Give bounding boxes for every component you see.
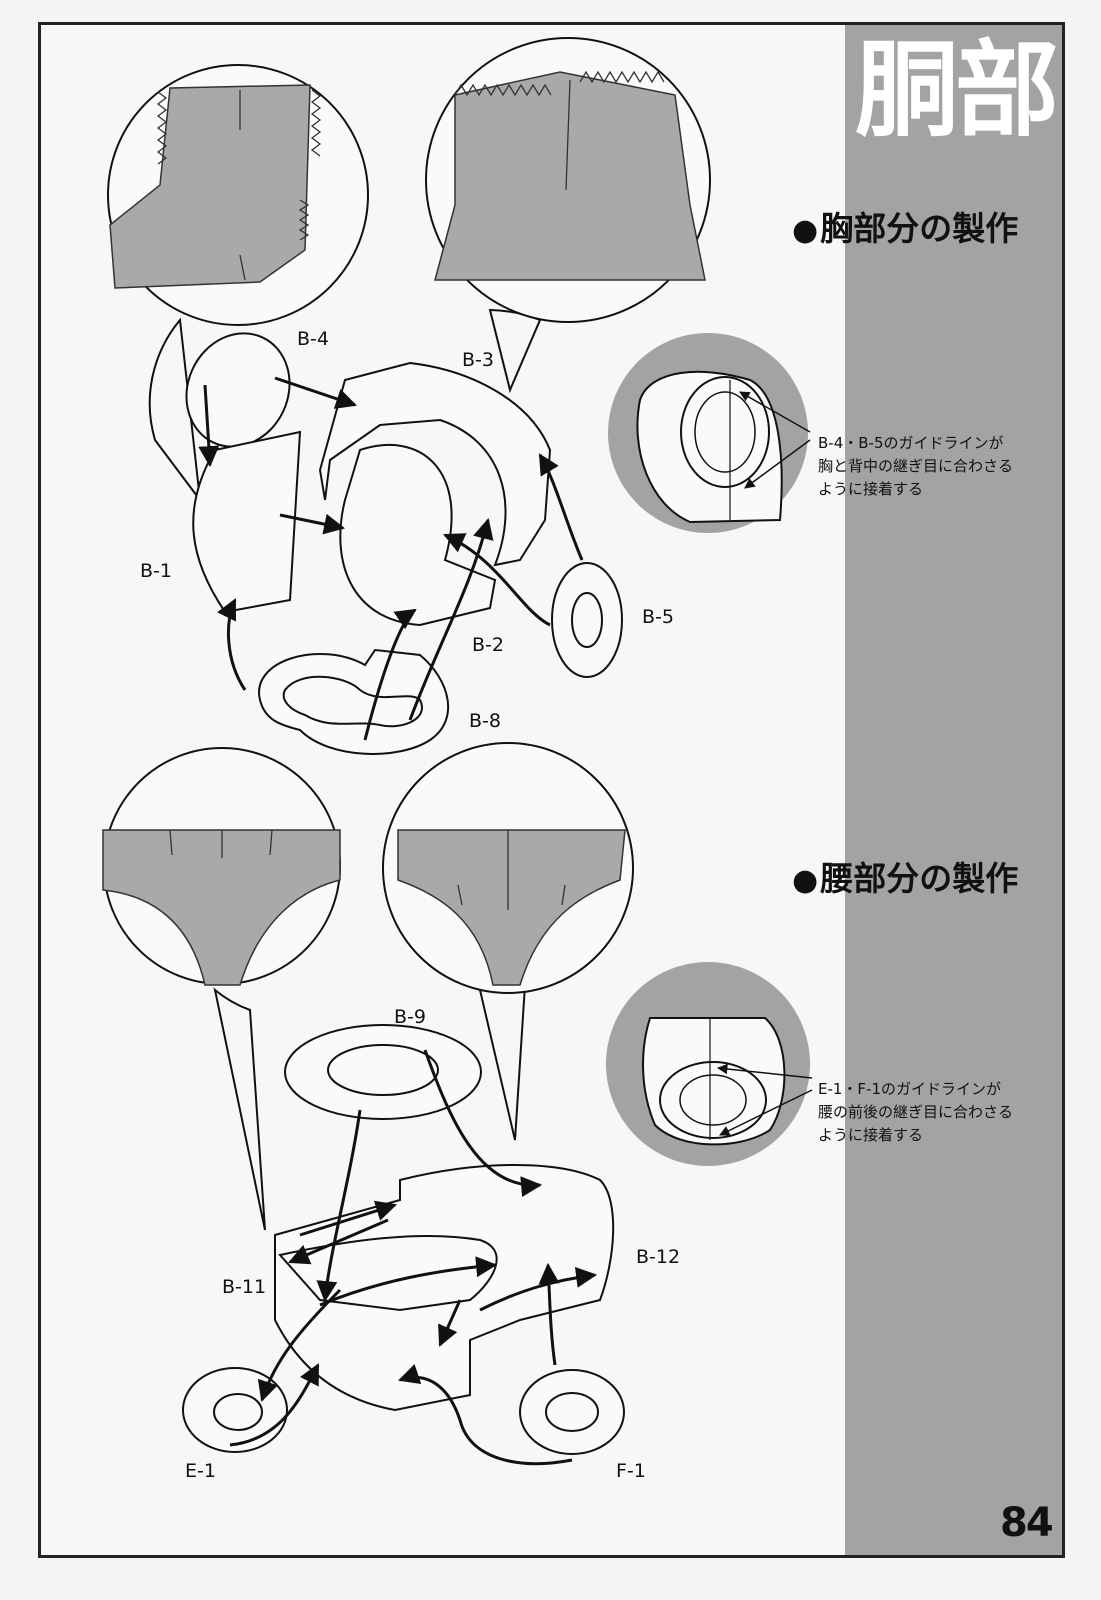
part-f1: [519, 1369, 625, 1455]
page-title: 胴部: [854, 28, 1059, 151]
part-e1: [182, 1367, 288, 1453]
chest-guideline-note: B-4・B-5のガイドラインが 胸と背中の継ぎ目に合わさる ように接着する: [818, 432, 1013, 501]
waist-exploded-diagram: [182, 1024, 625, 1455]
label-b12: B-12: [636, 1246, 681, 1268]
part-b8: [258, 648, 449, 755]
label-b3: B-3: [462, 349, 494, 371]
chest-arrows: [198, 376, 584, 741]
chest-front-piece: [109, 84, 311, 289]
chest-back-piece: [434, 71, 706, 281]
bullet-icon: ●: [792, 863, 819, 898]
chest-detail-circle-left: [107, 64, 369, 504]
waist-note-line-1: E-1・F-1のガイドラインが: [818, 1080, 1002, 1098]
part-b5: [551, 562, 623, 678]
waist-arrows: [229, 1049, 598, 1466]
chest-note-line-2: 胸と背中の継ぎ目に合わさる: [818, 457, 1014, 475]
waist-note-line-3: ように接着する: [818, 1126, 924, 1144]
section-heading-chest: ●胸部分の製作: [792, 202, 1018, 250]
chest-note-line-3: ように接着する: [818, 480, 924, 498]
label-f1: F-1: [616, 1460, 646, 1482]
waist-note-line-2: 腰の前後の継ぎ目に合わさる: [818, 1103, 1014, 1121]
bullet-icon: ●: [792, 213, 819, 248]
section-heading-waist: ●腰部分の製作: [792, 852, 1018, 900]
section-heading-waist-text: 腰部分の製作: [820, 859, 1019, 898]
label-b1: B-1: [140, 560, 172, 582]
chest-guideline-callout: [608, 333, 811, 533]
waist-front-piece: [102, 829, 341, 986]
label-b9: B-9: [394, 1006, 426, 1028]
waist-back-piece: [397, 829, 626, 986]
label-b8: B-8: [469, 710, 501, 732]
part-b4: [185, 332, 291, 448]
waist-detail-circle-left: [102, 747, 341, 1231]
part-b2: [339, 444, 497, 627]
part-b3: [318, 361, 552, 567]
label-b11: B-11: [222, 1276, 267, 1298]
label-b5: B-5: [642, 606, 674, 628]
chest-detail-circle-right: [425, 37, 711, 394]
chest-exploded-diagram: [185, 332, 623, 755]
label-b2: B-2: [472, 634, 504, 656]
section-heading-chest-text: 胸部分の製作: [820, 209, 1019, 248]
part-b12-b11: [274, 1164, 615, 1412]
page-number: 84: [1000, 1500, 1054, 1546]
waist-guideline-callout: [606, 962, 813, 1166]
waist-detail-circle-right: [382, 742, 634, 1141]
waist-guideline-note: E-1・F-1のガイドラインが 腰の前後の継ぎ目に合わさる ように接着する: [818, 1078, 1013, 1147]
chest-note-line-1: B-4・B-5のガイドラインが: [818, 434, 1004, 452]
side-band: [845, 22, 1065, 1558]
part-b9: [284, 1024, 482, 1120]
label-e1: E-1: [185, 1460, 216, 1482]
label-b4: B-4: [297, 328, 329, 350]
